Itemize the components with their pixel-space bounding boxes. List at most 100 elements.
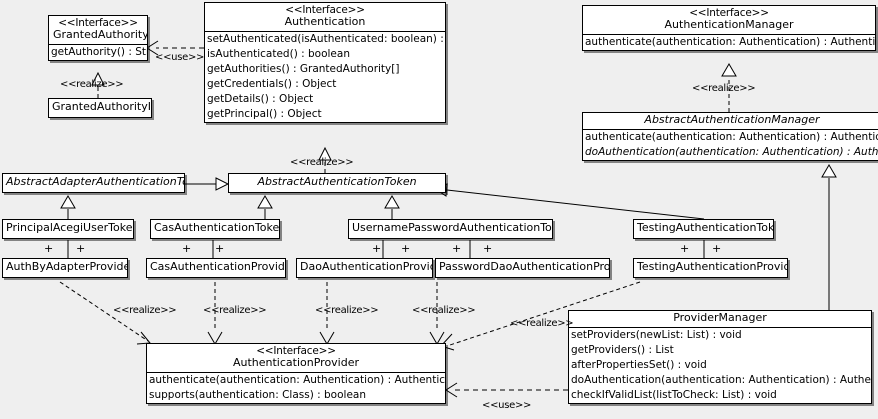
association-marker: + [452, 242, 462, 255]
class-name: TestingAuthenticationToken [637, 221, 774, 234]
operations-compartment: setAuthenticated(isAuthenticated: boolea… [205, 32, 445, 122]
operation: setAuthenticated(isAuthenticated: boolea… [207, 33, 446, 46]
operation: authenticate(authentication: Authenticat… [149, 374, 446, 387]
class-name: GrantedAuthority [53, 28, 148, 42]
class-box-provider-manager[interactable]: ProviderManager setProviders(newList: Li… [568, 310, 872, 404]
operation: getDetails() : Object [207, 93, 314, 106]
operation: doAuthentication(authentication: Authent… [571, 373, 871, 386]
class-box-principal-acegi-user-token[interactable]: PrincipalAcegiUserToken [2, 219, 134, 239]
operations-compartment: authenticate(authentication: Authenticat… [583, 35, 875, 50]
operation: afterPropertiesSet() : void [571, 358, 707, 371]
class-name: DaoAuthenticationProvider [300, 260, 432, 273]
class-box-abstract-authentication-manager[interactable]: AbstractAuthenticationManager authentica… [582, 112, 878, 161]
relationship-label-realize-cas-authentication-provider: <<realize>> [203, 305, 267, 316]
association-marker: + [76, 242, 86, 255]
class-box-testing-authentication-token[interactable]: TestingAuthenticationToken [633, 219, 774, 239]
class-box-abstract-authentication-token[interactable]: AbstractAuthenticationToken [228, 173, 446, 193]
class-box-granted-authority-impl[interactable]: GrantedAuthorityImpl [48, 98, 152, 118]
class-box-auth-by-adapter-provider[interactable]: AuthByAdapterProvider [2, 258, 128, 278]
class-name: AbstractAuthenticationToken [257, 175, 417, 188]
operations-compartment: setProviders(newList: List) : void getPr… [569, 328, 871, 403]
class-header: GrantedAuthorityImpl [49, 99, 151, 117]
operation: doAuthentication(authentication: Authent… [585, 145, 878, 158]
class-box-testing-authentication-provider[interactable]: TestingAuthenticationProvider [633, 258, 788, 278]
relationship-label-realize-granted-authority-impl: <<realize>> [60, 79, 124, 90]
class-box-username-password-authentication-token[interactable]: UsernamePasswordAuthenticationToken [348, 219, 553, 239]
association-marker: + [372, 242, 382, 255]
class-box-authentication[interactable]: <<Interface>> Authentication setAuthenti… [204, 2, 446, 124]
class-box-password-dao-authentication-provider[interactable]: PasswordDaoAuthenticationProvider [435, 258, 610, 278]
class-box-authentication-provider[interactable]: <<Interface>> AuthenticationProvider aut… [146, 343, 446, 405]
operation: setProviders(newList: List) : void [571, 328, 742, 341]
class-box-dao-authentication-provider[interactable]: DaoAuthenticationProvider [296, 258, 433, 278]
relationship-label-use-provider-manager: <<use>> [482, 400, 532, 411]
class-header: PrincipalAcegiUserToken [3, 220, 133, 238]
connector-use-provider-manager [445, 382, 568, 398]
class-name: AuthenticationManager [664, 18, 794, 32]
class-name: PasswordDaoAuthenticationProvider [439, 260, 610, 273]
class-stereotype: <<Interface>> [689, 7, 769, 19]
connector-generalization-principal-acegi-user-token [60, 195, 76, 219]
class-box-abstract-adapter-authentication-token[interactable]: AbstractAdapterAuthenticationToken [2, 173, 185, 193]
class-name: CasAuthenticationProvider [150, 260, 286, 273]
class-header: TestingAuthenticationProvider [634, 259, 787, 277]
compartment-separator [49, 44, 147, 46]
class-header: TestingAuthenticationToken [634, 220, 773, 238]
class-header: AbstractAuthenticationManager [583, 113, 878, 129]
association-marker: + [680, 242, 690, 255]
class-header: AbstractAuthenticationToken [229, 174, 445, 192]
operation: getCredentials() : Object [207, 78, 337, 91]
class-header: CasAuthenticationProvider [147, 259, 285, 277]
class-name: GrantedAuthorityImpl [52, 100, 151, 113]
class-stereotype: <<Interface>> [285, 4, 365, 16]
operations-compartment: getAuthority() : String [49, 45, 147, 60]
class-stereotype: <<Interface>> [58, 17, 138, 29]
association-marker: + [401, 242, 411, 255]
connector-adapter-to-abstract-token [185, 177, 230, 191]
connector-generalization-username-password-token [384, 195, 400, 219]
class-name: AbstractAdapterAuthenticationToken [6, 175, 184, 188]
class-name: CasAuthenticationToken [154, 221, 280, 234]
operation: getProviders() : List [571, 343, 674, 356]
operation: authenticate(authentication: Authenticat… [585, 130, 878, 143]
class-header: CasAuthenticationToken [151, 220, 279, 238]
compartment-separator [569, 326, 871, 328]
class-box-cas-authentication-token[interactable]: CasAuthenticationToken [150, 219, 280, 239]
association-marker: + [182, 242, 192, 255]
class-header: AbstractAdapterAuthenticationToken [3, 174, 184, 192]
class-header: <<Interface>> Authentication [205, 3, 445, 31]
relationship-label-realize-testing-authentication-provider: <<realize>> [510, 318, 574, 329]
class-header: UsernamePasswordAuthenticationToken [349, 220, 552, 238]
class-header: <<Interface>> AuthenticationProvider [147, 344, 445, 372]
class-name: Authentication [284, 15, 366, 29]
class-stereotype: <<Interface>> [256, 345, 336, 357]
relationship-label-realize-dao-authentication-provider: <<realize>> [315, 305, 379, 316]
operations-compartment: authenticate(authentication: Authenticat… [147, 373, 445, 403]
class-box-granted-authority[interactable]: <<Interface>> GrantedAuthority getAuthor… [48, 15, 148, 62]
class-header: DaoAuthenticationProvider [297, 259, 432, 277]
class-box-authentication-manager[interactable]: <<Interface>> AuthenticationManager auth… [582, 5, 876, 52]
class-header: PasswordDaoAuthenticationProvider [436, 259, 609, 277]
association-marker: + [44, 242, 54, 255]
relationship-label-realize-password-dao-authentication-provider: <<realize>> [412, 305, 476, 316]
relationship-label-realize-authentication-manager: <<realize>> [692, 83, 756, 94]
association-marker: + [712, 242, 722, 255]
operation: isAuthenticated() : boolean [207, 48, 350, 61]
connector-generalization-cas-authentication-token [257, 195, 273, 219]
class-box-cas-authentication-provider[interactable]: CasAuthenticationProvider [146, 258, 286, 278]
connector-generalization-testing-authentication-token [432, 183, 705, 220]
class-header: ProviderManager [569, 311, 871, 327]
class-name: AuthByAdapterProvider [6, 260, 128, 273]
operation: getPrincipal() : Object [207, 108, 322, 121]
class-header: <<Interface>> AuthenticationManager [583, 6, 875, 34]
class-name: AbstractAuthenticationManager [644, 113, 820, 126]
operation: getAuthorities() : GrantedAuthority[] [207, 63, 400, 76]
connector-generalization-provider-manager [821, 164, 837, 310]
class-header: <<Interface>> GrantedAuthority [49, 16, 147, 44]
operation: authenticate(authentication: Authenticat… [585, 36, 876, 49]
class-name: ProviderManager [673, 311, 767, 324]
association-marker: + [215, 242, 225, 255]
compartment-separator [583, 34, 875, 36]
operations-compartment: authenticate(authentication: Authenticat… [583, 130, 878, 160]
